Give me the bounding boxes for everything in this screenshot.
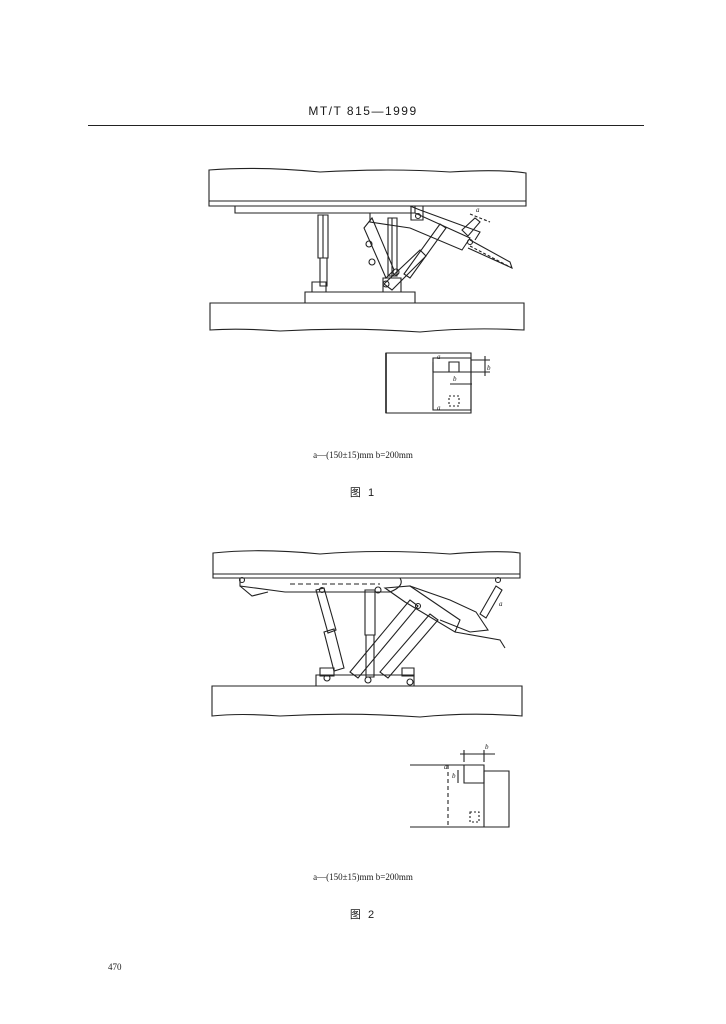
page-header-standard-number: MT/T 815—1999 [308,104,418,118]
figure-2-label: 图 2 [349,909,377,921]
fig1-dim-a-bottom: a [437,404,441,412]
fig1-dim-a-top: a [437,353,441,361]
fig2-dim-a-guard: a [499,600,503,608]
header-rule [88,125,644,126]
page-number: 470 [108,962,122,972]
fig2-dim-b-top: b [485,743,489,751]
figure-1-support-drawing [209,168,526,413]
fig2-dim-a-top: a [444,763,448,771]
figure-1-caption: a—(150±15)mm b=200mm [313,450,413,460]
figure-1-label: 图 1 [349,487,377,499]
figure-2-support-drawing [212,551,522,827]
figure-2-caption: a—(150±15)mm b=200mm [313,872,413,882]
fig2-dim-b-side: b [452,772,456,780]
fig1-dim-b-right: b [487,364,491,372]
fig1-dim-a-side: a [476,206,480,214]
fig1-dim-b-inner: b [453,375,457,383]
